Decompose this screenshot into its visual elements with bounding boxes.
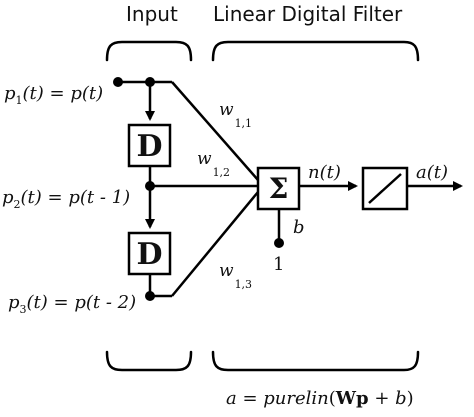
filter-brace-top <box>211 40 420 62</box>
delay-label-1: D <box>136 129 162 164</box>
weight-w13-line <box>171 191 259 297</box>
weight-w12-label: w1,2 <box>197 149 230 179</box>
input-brace-bottom <box>105 350 193 372</box>
input-p2-label: p2(t) = p(t - 1) <box>2 187 130 211</box>
filter-header: Linear Digital Filter <box>213 2 403 26</box>
weight-w11-label: w1,1 <box>219 100 252 130</box>
summation-symbol: Σ <box>269 172 289 205</box>
net-signal-label: n(t) <box>308 162 341 183</box>
delay-label-2: D <box>136 237 162 272</box>
input-p1-node <box>113 77 123 87</box>
input-p1-label: p1(t) = p(t) <box>4 83 103 107</box>
bias-label: b <box>293 217 305 238</box>
bias-constant: 1 <box>273 254 284 275</box>
delay-block-1 <box>127 123 172 168</box>
input-header: Input <box>126 2 178 26</box>
filter-brace-bottom <box>211 350 420 372</box>
output-signal-label: a(t) <box>416 162 448 183</box>
transfer-equation: a = purelin(Wp + b) <box>226 388 414 409</box>
bias-node <box>274 238 284 248</box>
purelin-icon <box>368 173 402 204</box>
delay-block-2 <box>127 231 172 276</box>
weight-w13-label: w1,3 <box>219 261 252 291</box>
summation-block <box>256 166 301 211</box>
weight-w11-line <box>171 81 259 181</box>
input-brace-top <box>105 40 193 62</box>
input-p3-label: p3(t) = p(t - 2) <box>8 292 136 316</box>
